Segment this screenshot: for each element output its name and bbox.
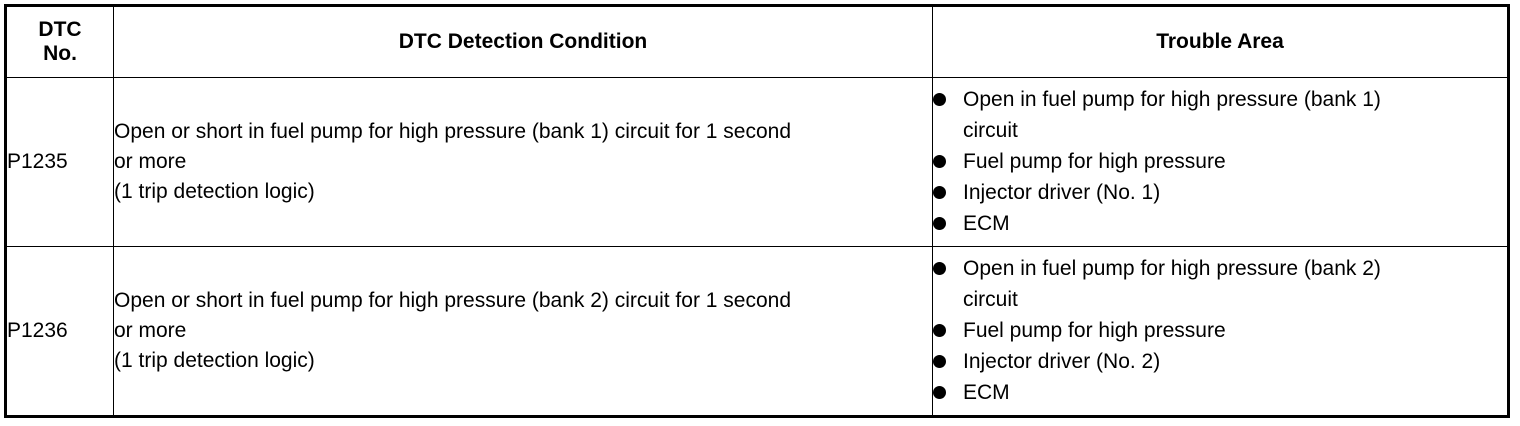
trouble-area: Open in fuel pump for high pressure (ban… [932,245,1509,418]
trouble-text: Fuel pump for high pressure [963,319,1226,343]
trouble-text: Open in fuel pump for high pressure (ban… [963,257,1381,281]
bullet-icon [933,217,946,231]
bullet-icon [933,324,946,338]
header-trouble-area: Trouble Area [932,5,1509,78]
bullet-icon [933,93,946,107]
trouble-text: circuit [963,119,1018,143]
header-row: DTC No. DTC Detection Condition Trouble … [5,5,1509,78]
trouble-text: Injector driver (No. 2) [963,350,1161,374]
header-dtc-no-line2: No. [43,42,77,65]
table-row: P1235 Open or short in fuel pump for hig… [5,77,1509,247]
header-dtc-no-line1: DTC [38,18,82,41]
list-item: Injector driver (No. 1) [933,177,1507,208]
detection-condition: Open or short in fuel pump for high pres… [113,77,933,247]
list-item: Open in fuel pump for high pressure (ban… [933,84,1507,146]
trouble-text: circuit [963,288,1018,312]
condition-line: or more [114,149,187,173]
dtc-code: P1236 [5,245,114,418]
list-item: Injector driver (No. 2) [933,346,1507,377]
header-dtc-no: DTC No. [5,5,114,78]
trouble-list: Open in fuel pump for high pressure (ban… [933,253,1507,408]
trouble-text: ECM [963,212,1010,236]
trouble-text: ECM [963,381,1010,405]
trouble-text: Open in fuel pump for high pressure (ban… [963,88,1381,112]
trouble-text: Fuel pump for high pressure [963,150,1226,174]
header-condition: DTC Detection Condition [113,5,933,78]
list-item: Open in fuel pump for high pressure (ban… [933,253,1507,315]
bullet-icon [933,155,946,169]
trouble-area: Open in fuel pump for high pressure (ban… [932,77,1509,247]
dtc-code: P1235 [5,77,114,247]
condition-line: Open or short in fuel pump for high pres… [114,288,792,312]
bullet-icon [933,262,946,276]
condition-line: Open or short in fuel pump for high pres… [114,119,792,143]
trouble-list: Open in fuel pump for high pressure (ban… [933,84,1507,239]
list-item: Fuel pump for high pressure [933,146,1507,177]
condition-line: (1 trip detection logic) [114,179,315,203]
trouble-text: Injector driver (No. 1) [963,181,1161,205]
condition-line: (1 trip detection logic) [114,348,315,372]
dtc-table: DTC No. DTC Detection Condition Trouble … [4,4,1510,418]
list-item: ECM [933,377,1507,408]
list-item: Fuel pump for high pressure [933,315,1507,346]
detection-condition: Open or short in fuel pump for high pres… [113,245,933,418]
condition-line: or more [114,318,187,342]
bullet-icon [933,386,946,400]
table-row: P1236 Open or short in fuel pump for hig… [5,245,1509,418]
list-item: ECM [933,208,1507,239]
bullet-icon [933,186,946,200]
bullet-icon [933,355,946,369]
